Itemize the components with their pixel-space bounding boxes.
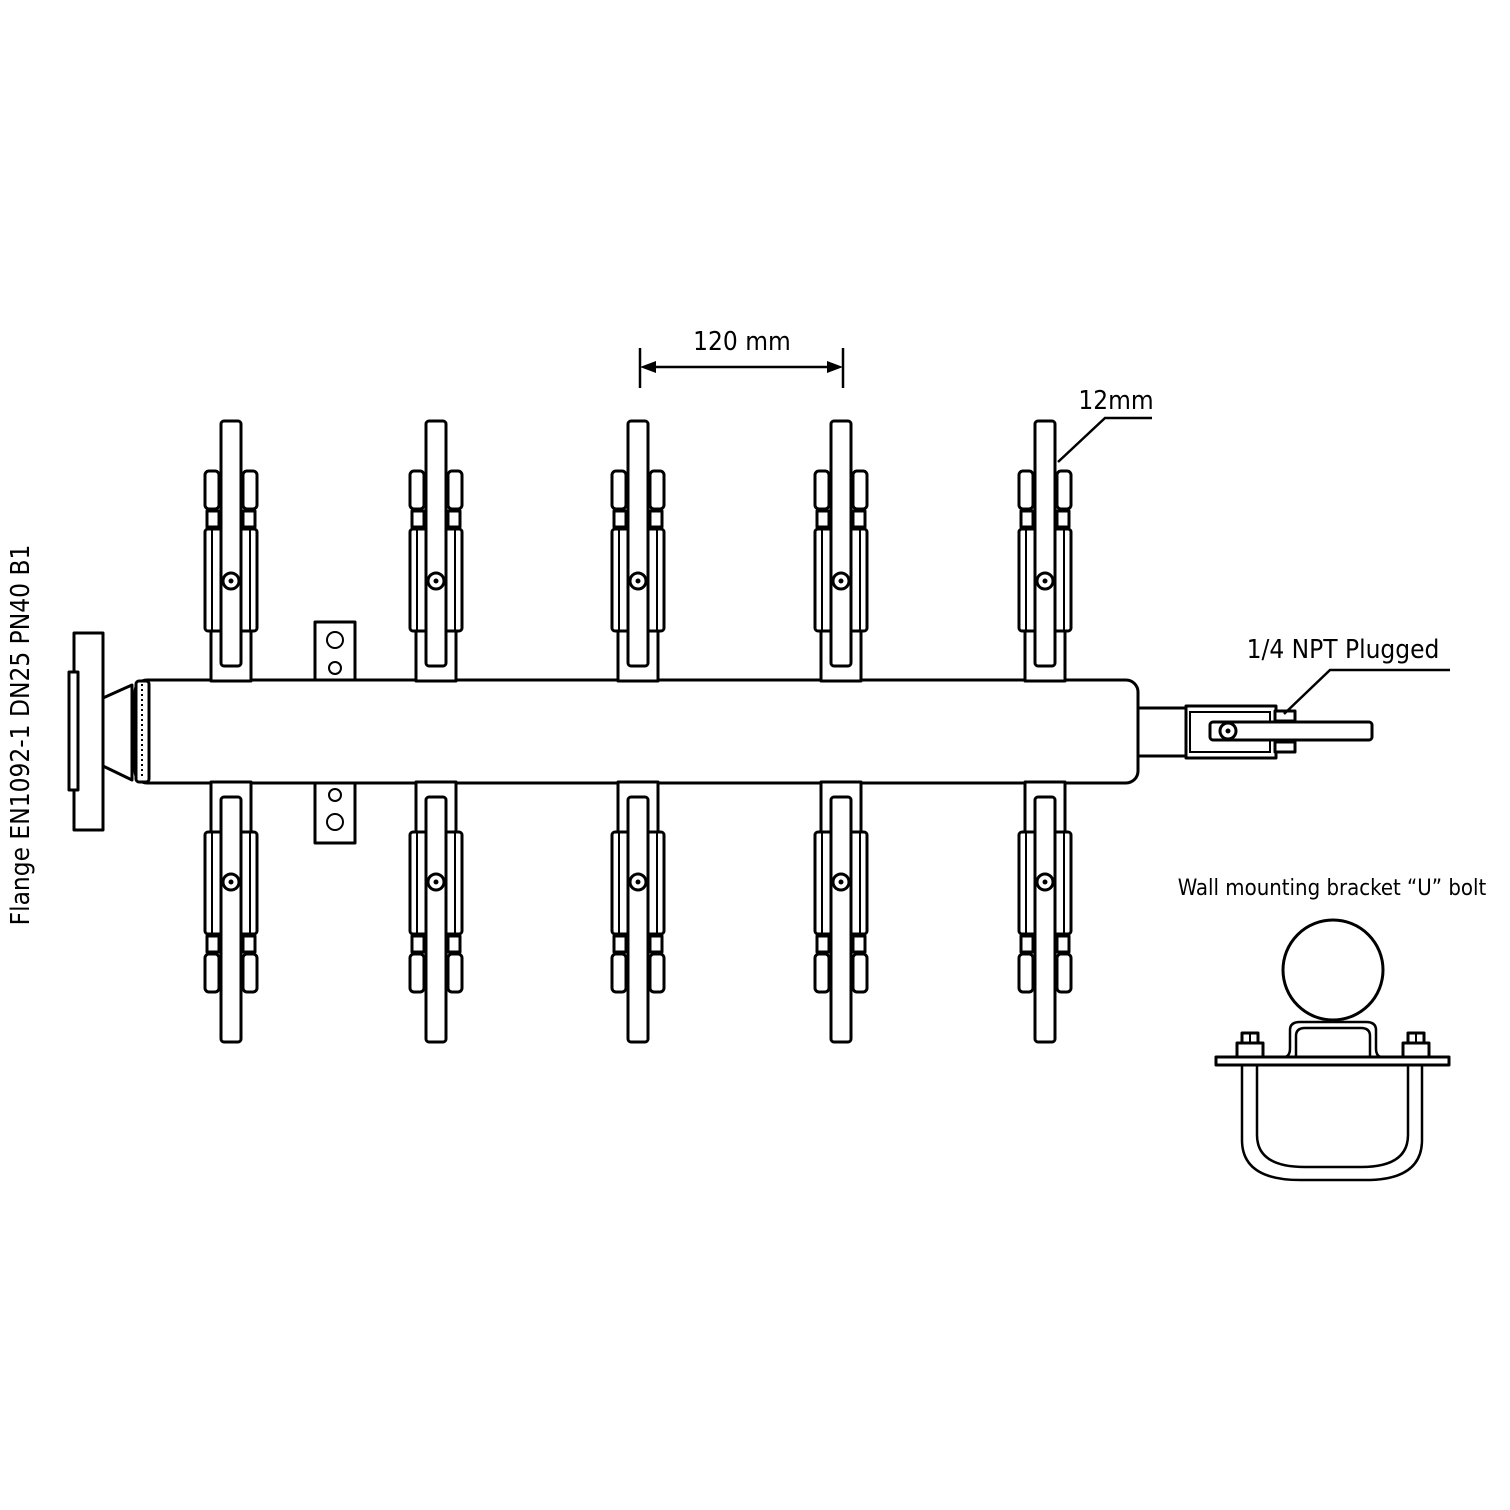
valve-bottom-4 — [813, 780, 869, 1044]
valve-top-5 — [1017, 419, 1073, 683]
pipe-section — [1281, 918, 1385, 1022]
valve-bottom-3 — [610, 780, 666, 1044]
valve-top-4 — [813, 419, 869, 683]
plug-label: 1/4 NPT Plugged — [1247, 635, 1440, 665]
valve-top-1 — [203, 419, 259, 683]
flange-neck — [101, 683, 134, 782]
manifold-body — [67, 620, 1374, 845]
valve-bottom-5 — [1017, 780, 1073, 1044]
u-bolt-detail — [1214, 918, 1451, 1182]
valve-bottom-2 — [408, 780, 464, 1044]
bracket-label: Wall mounting bracket “U” bolt — [1178, 876, 1487, 901]
flange-label: Flange EN1092-1 DN25 PN40 B1 — [6, 545, 36, 926]
tube-size-label: 12mm — [1078, 386, 1153, 416]
spacing-dimension — [638, 348, 845, 388]
valve-top-2 — [408, 419, 464, 683]
valve-top-3 — [610, 419, 666, 683]
end-handle — [1208, 720, 1374, 742]
header-pipe — [133, 678, 1140, 785]
bracket-plate-bottom — [313, 781, 357, 845]
bracket-plate-top — [313, 620, 357, 682]
plug-callout — [1283, 668, 1450, 715]
valve-bottom-1 — [203, 780, 259, 1044]
tube-callout — [1057, 416, 1152, 463]
spacing-label: 120 mm — [693, 327, 791, 357]
end-nipple — [1136, 706, 1190, 758]
